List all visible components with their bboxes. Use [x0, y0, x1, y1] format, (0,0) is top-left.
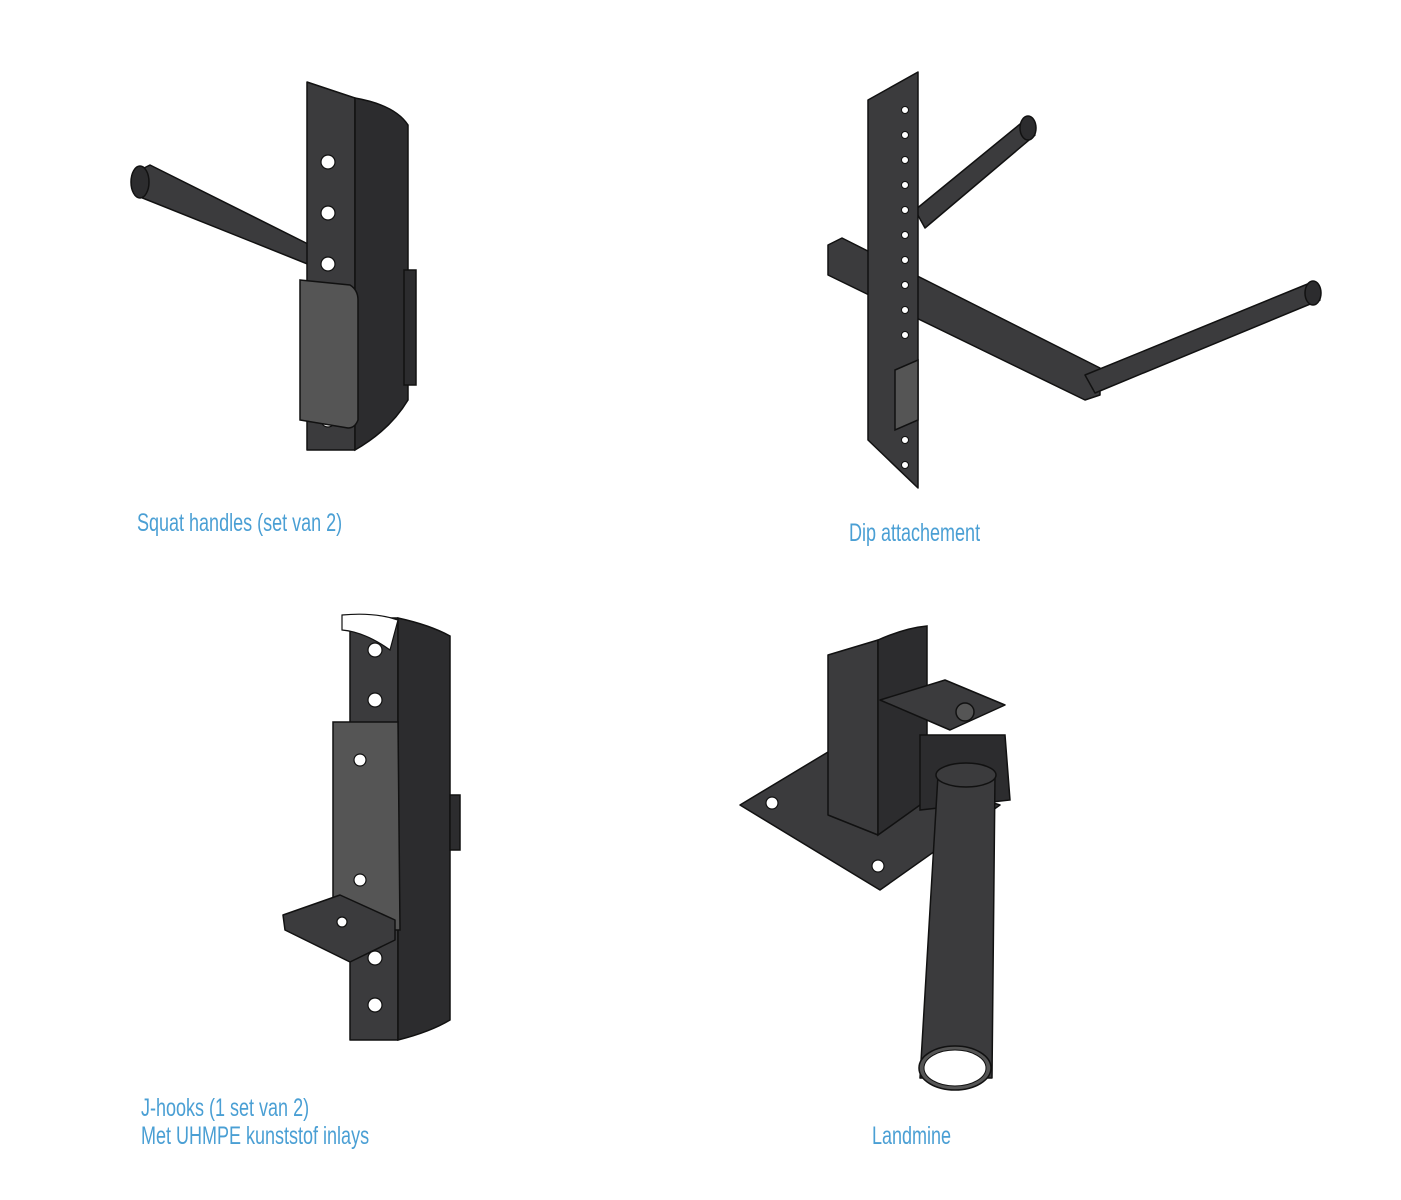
j-hooks-label: J-hooks (1 set van 2)	[141, 1094, 310, 1122]
dip-attachment-drawing	[827, 71, 1322, 489]
j-hooks-sublabel: Met UHMPE kunststof inlays	[141, 1122, 370, 1150]
dip-attachment-label: Dip attachement	[849, 519, 981, 547]
squat-handles-label: Squat handles (set van 2)	[137, 509, 343, 537]
landmine-drawing	[739, 625, 1011, 1091]
squat-handle-drawing	[130, 81, 417, 452]
landmine-label: Landmine	[872, 1122, 952, 1150]
j-hook-drawing	[282, 613, 461, 1041]
